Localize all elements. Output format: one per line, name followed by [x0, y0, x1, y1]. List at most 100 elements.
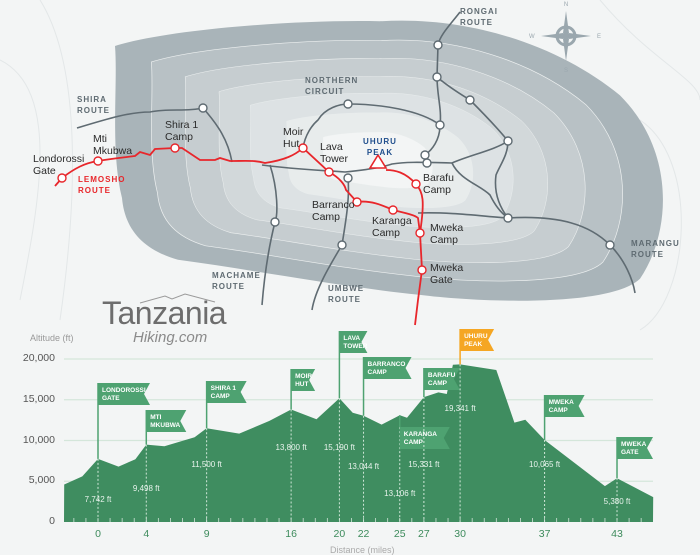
route-label-umbwe: UMBWE ROUTE [328, 284, 365, 304]
camp-label-barafu: Barafu Camp [423, 172, 454, 196]
station-flag [206, 381, 247, 403]
y-axis-title: Altitude (ft) [30, 333, 74, 343]
compass-w: W [529, 34, 535, 40]
route-label-marangu: MARANGU ROUTE [631, 239, 680, 259]
route-junction [337, 240, 347, 250]
flag-label-line: MOIR [295, 373, 312, 380]
station-flag [291, 369, 316, 391]
altitude-value-label: 5,380 ft [603, 497, 631, 506]
altitude-value-label: 15,190 ft [323, 443, 355, 452]
route-junction [432, 72, 442, 82]
x-tick-label: 37 [538, 528, 551, 540]
flag-label-line: SHIRA 1 [211, 385, 237, 392]
flag-label-line: CAMP [404, 439, 424, 446]
camp-marker [388, 205, 398, 215]
camp-label-mti: Mti Mkubwa [93, 133, 133, 157]
altitude-value-label: 19,341 ft [444, 404, 476, 413]
altitude-value-label: 13,800 ft [275, 443, 307, 452]
route-junction [503, 213, 513, 223]
flag-label-line: CAMP [549, 407, 569, 414]
camp-marker [352, 197, 362, 207]
y-tick-label: 10,000 [22, 433, 55, 446]
camp-marker [415, 228, 425, 238]
x-tick-label: 27 [418, 528, 430, 540]
station-flag [399, 427, 450, 449]
compass-n: N [564, 2, 568, 8]
camp-marker [411, 179, 421, 189]
station-flag [544, 395, 585, 417]
route-junction [343, 99, 353, 109]
flag-label-line: BARRANCO [368, 361, 406, 368]
route-junction [198, 103, 208, 113]
compass-s: S [564, 68, 568, 74]
x-tick-label: 30 [454, 528, 466, 540]
y-tick-label: 15,000 [22, 392, 55, 405]
logo-hiking-com: Hiking.com [133, 329, 208, 346]
camp-label-londorossi: Londorossi Gate [33, 153, 85, 177]
x-tick-label: 4 [143, 528, 150, 540]
logo-mountain-icon [139, 293, 216, 304]
station-flag [363, 357, 412, 379]
flag-label-line: CAMP [428, 380, 448, 387]
route-junction [422, 158, 432, 168]
flag-label-line: BARAFU [428, 372, 456, 379]
x-tick-label: 20 [333, 528, 346, 540]
route-waypoints [57, 40, 615, 275]
camp-label-moir: Moir Hut [283, 126, 304, 150]
station-flag [423, 368, 460, 390]
altitude-value-label: 10,065 ft [529, 460, 561, 469]
x-tick-label: 25 [393, 528, 406, 540]
station-flag [339, 331, 368, 353]
route-junction [343, 173, 353, 183]
flag-label-line: GATE [102, 395, 120, 402]
y-tick-label: 0 [49, 515, 55, 527]
altitude-value-label: 9,498 ft [132, 484, 160, 493]
route-junction [435, 120, 445, 130]
compass-e: E [597, 34, 601, 40]
route-label-northern: NORTHERN CIRCUIT [305, 76, 359, 96]
flag-label-line: MTI [150, 414, 161, 421]
x-tick-label: 16 [285, 528, 297, 540]
flag-label-line: MWEKA [549, 399, 575, 406]
uhuru-peak-label: UHURU PEAK [363, 137, 397, 157]
logo-tanzania: Tanzania [102, 295, 227, 331]
altitude-value-label: 7,742 ft [84, 495, 112, 504]
x-tick-label: 9 [203, 528, 210, 540]
route-junction [465, 95, 475, 105]
route-label-machame: MACHAME ROUTE [212, 271, 261, 291]
mountain-relief [115, 20, 663, 301]
camp-label-karanga: Karanga Camp [372, 215, 412, 239]
camp-label-shira: Shira 1 Camp [165, 119, 199, 143]
station-flag [617, 437, 654, 459]
route-junction [270, 217, 280, 227]
camp-marker [298, 143, 308, 153]
flag-label-line: MKUBWA [150, 422, 180, 429]
flag-label-line: LAVA [343, 335, 360, 342]
flag-label-line: HUT [295, 381, 308, 388]
flag-label-line: PEAK [464, 341, 482, 348]
route-junction [605, 240, 615, 250]
flag-label-line: CAMP [368, 369, 388, 376]
route-label-shira: SHIRA ROUTE [77, 95, 110, 115]
y-tick-label: 5,000 [28, 474, 55, 487]
camp-label-mweka-camp: Mweka Camp [430, 222, 464, 246]
station-flag [460, 329, 495, 351]
flag-label-line: CAMP [211, 393, 231, 400]
x-tick-label: 0 [95, 528, 101, 540]
route-label-lemosho: LEMOSHO ROUTE [78, 175, 126, 195]
camp-marker [57, 173, 67, 183]
y-tick-label: 20,000 [22, 352, 55, 364]
station-flag [146, 410, 187, 432]
altitude-value-label: 13,106 ft [384, 489, 416, 498]
altitude-area [64, 364, 654, 522]
x-tick-label: 43 [611, 528, 623, 540]
